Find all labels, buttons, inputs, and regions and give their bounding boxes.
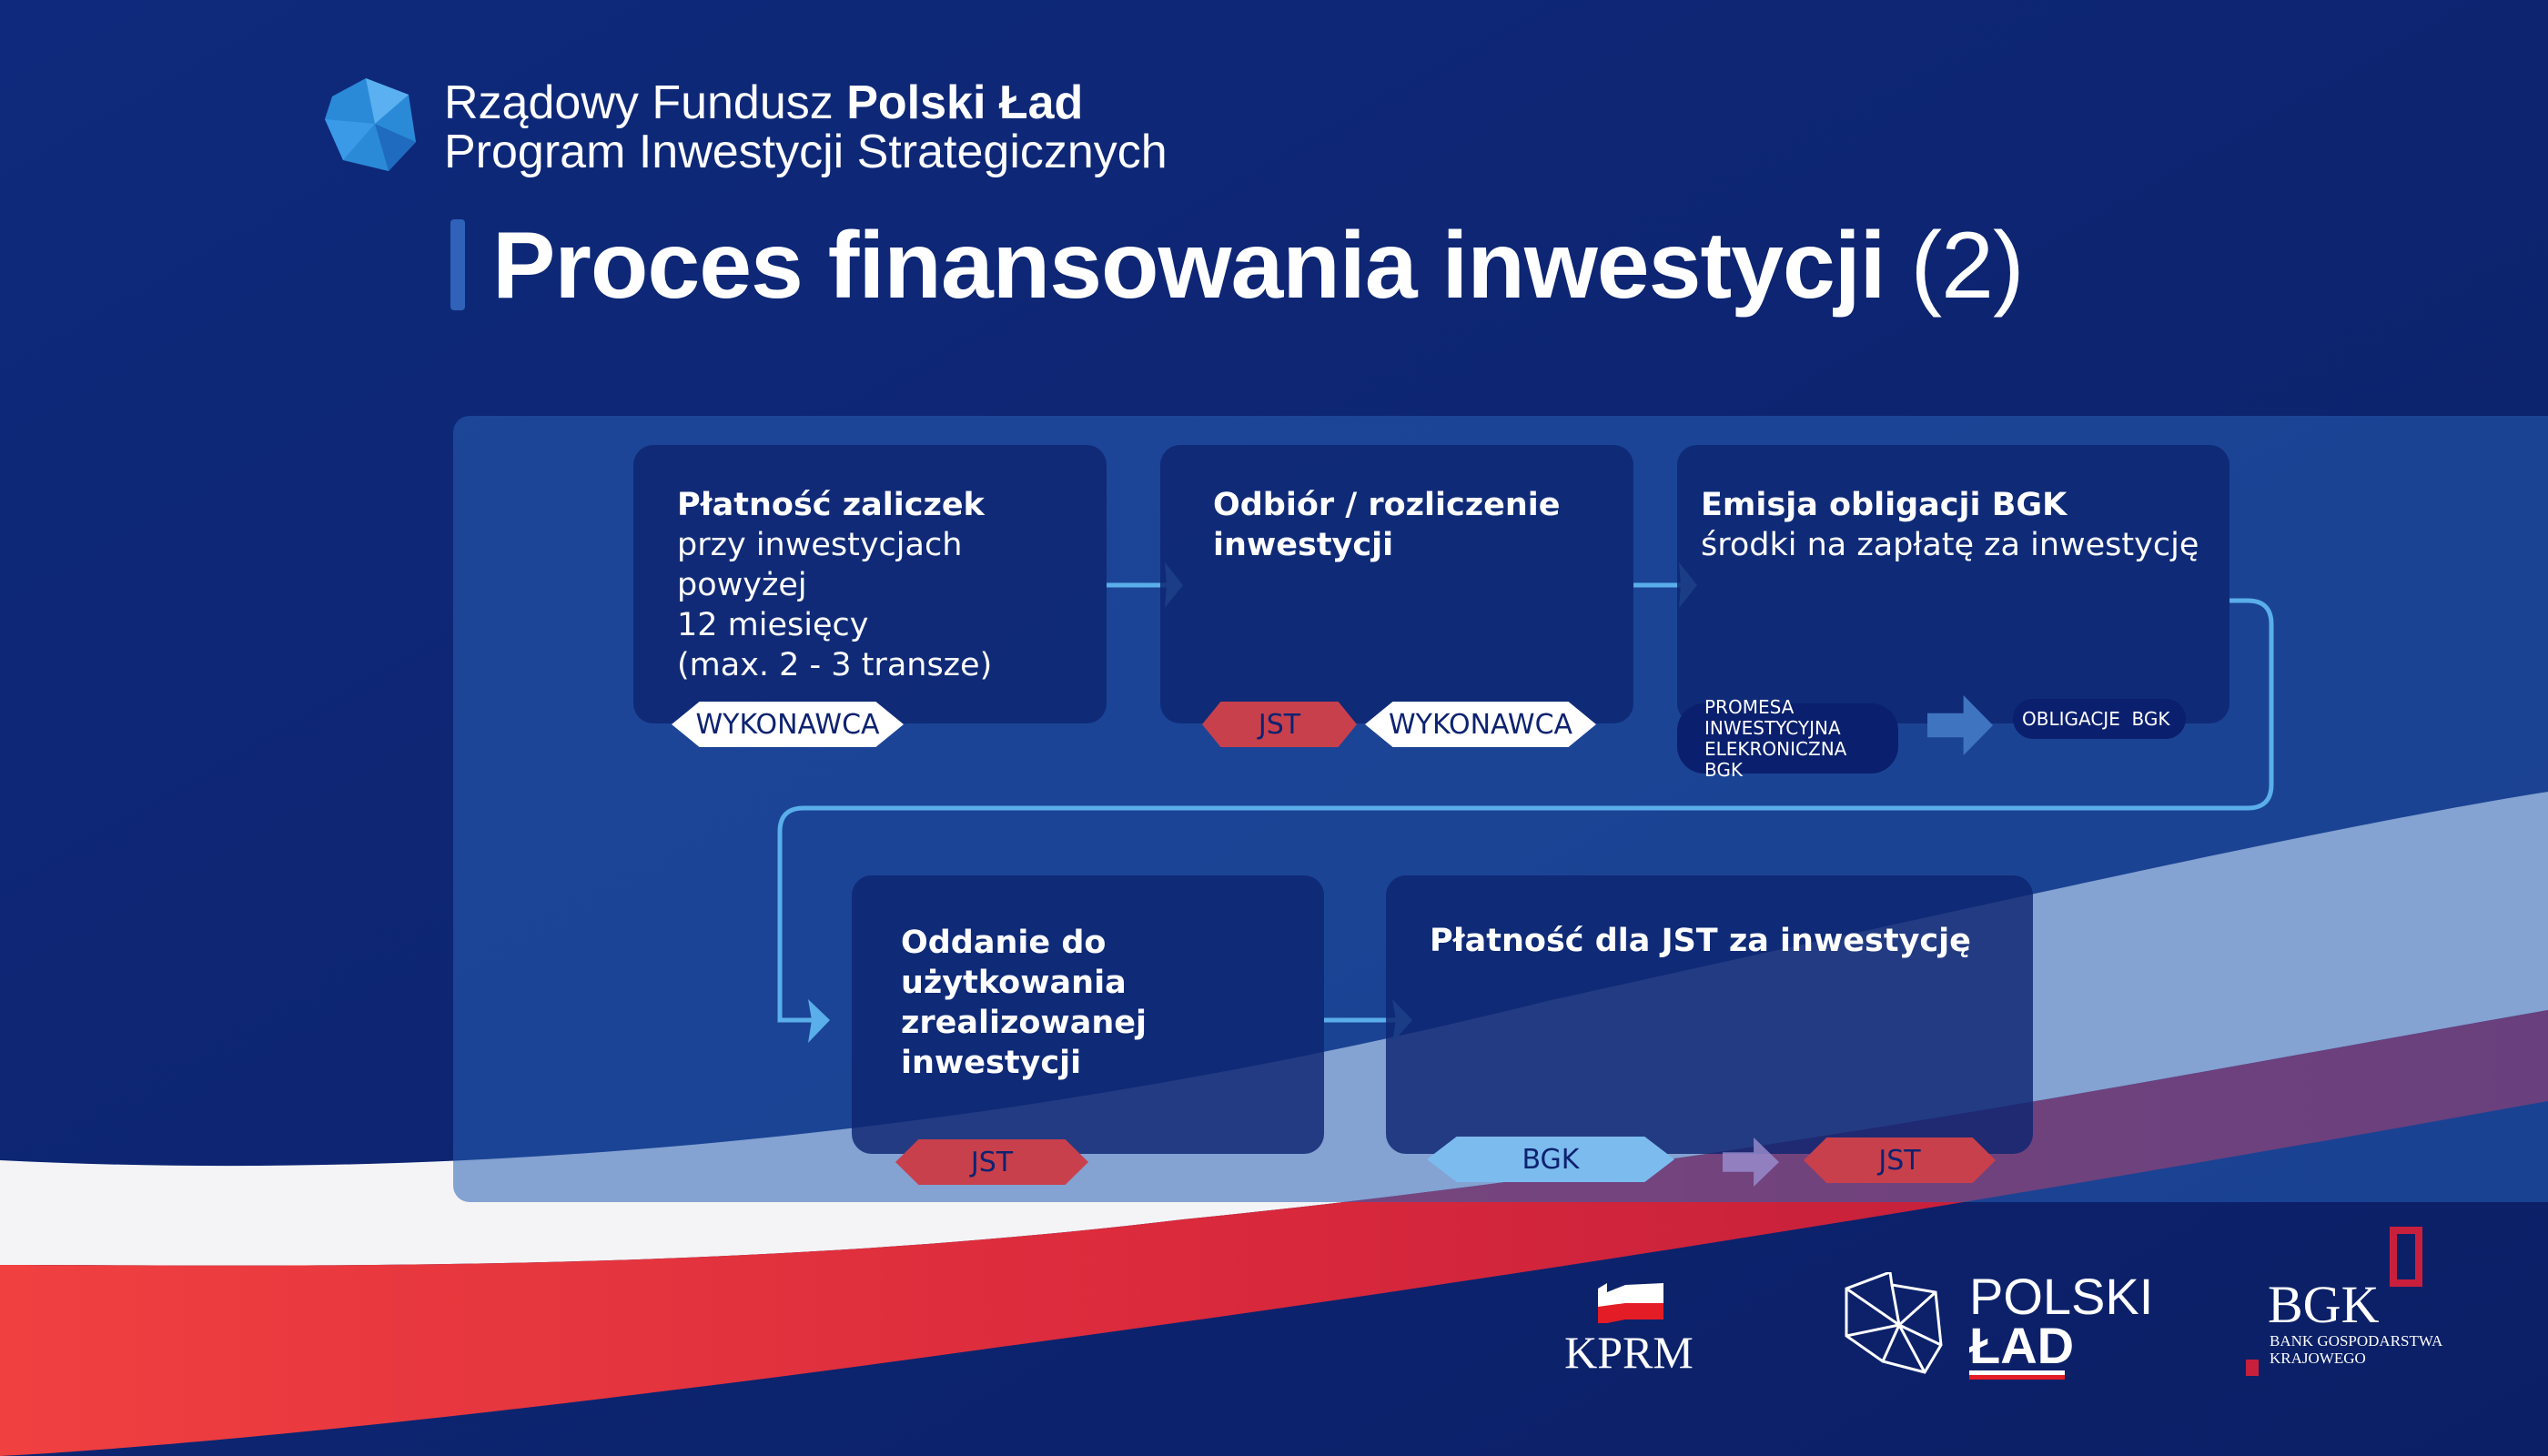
- tag-wykonawca: WYKONAWCA: [672, 702, 904, 747]
- brand-title: Rządowy Fundusz Polski Ład Program Inwes…: [444, 76, 1168, 178]
- tag-jst: JST: [895, 1139, 1088, 1185]
- loop-connector: [777, 598, 2274, 1023]
- tag-bgk: BGK: [1427, 1137, 1674, 1182]
- page-title: Proces finansowania inwestycji (2): [492, 213, 2025, 318]
- polski-lad-logo: POLSKI ŁAD: [1845, 1271, 2153, 1380]
- polish-flag-icon: [1598, 1283, 1663, 1323]
- kprm-logo: KPRM: [1561, 1283, 1697, 1377]
- step-payment-to-jst: Płatność dla JST za inwestycję: [1386, 875, 2033, 1154]
- obligacje-pill: OBLIGACJE BGK: [2013, 699, 2186, 739]
- heading-accent-bar: [450, 219, 465, 310]
- tag-jst: JST: [1202, 702, 1357, 747]
- tag-jst: JST: [1804, 1138, 1996, 1183]
- tag-wykonawca: WYKONAWCA: [1365, 702, 1596, 747]
- polski-lad-logo-icon: [325, 78, 416, 175]
- polski-lad-outline-icon: [1845, 1272, 1943, 1374]
